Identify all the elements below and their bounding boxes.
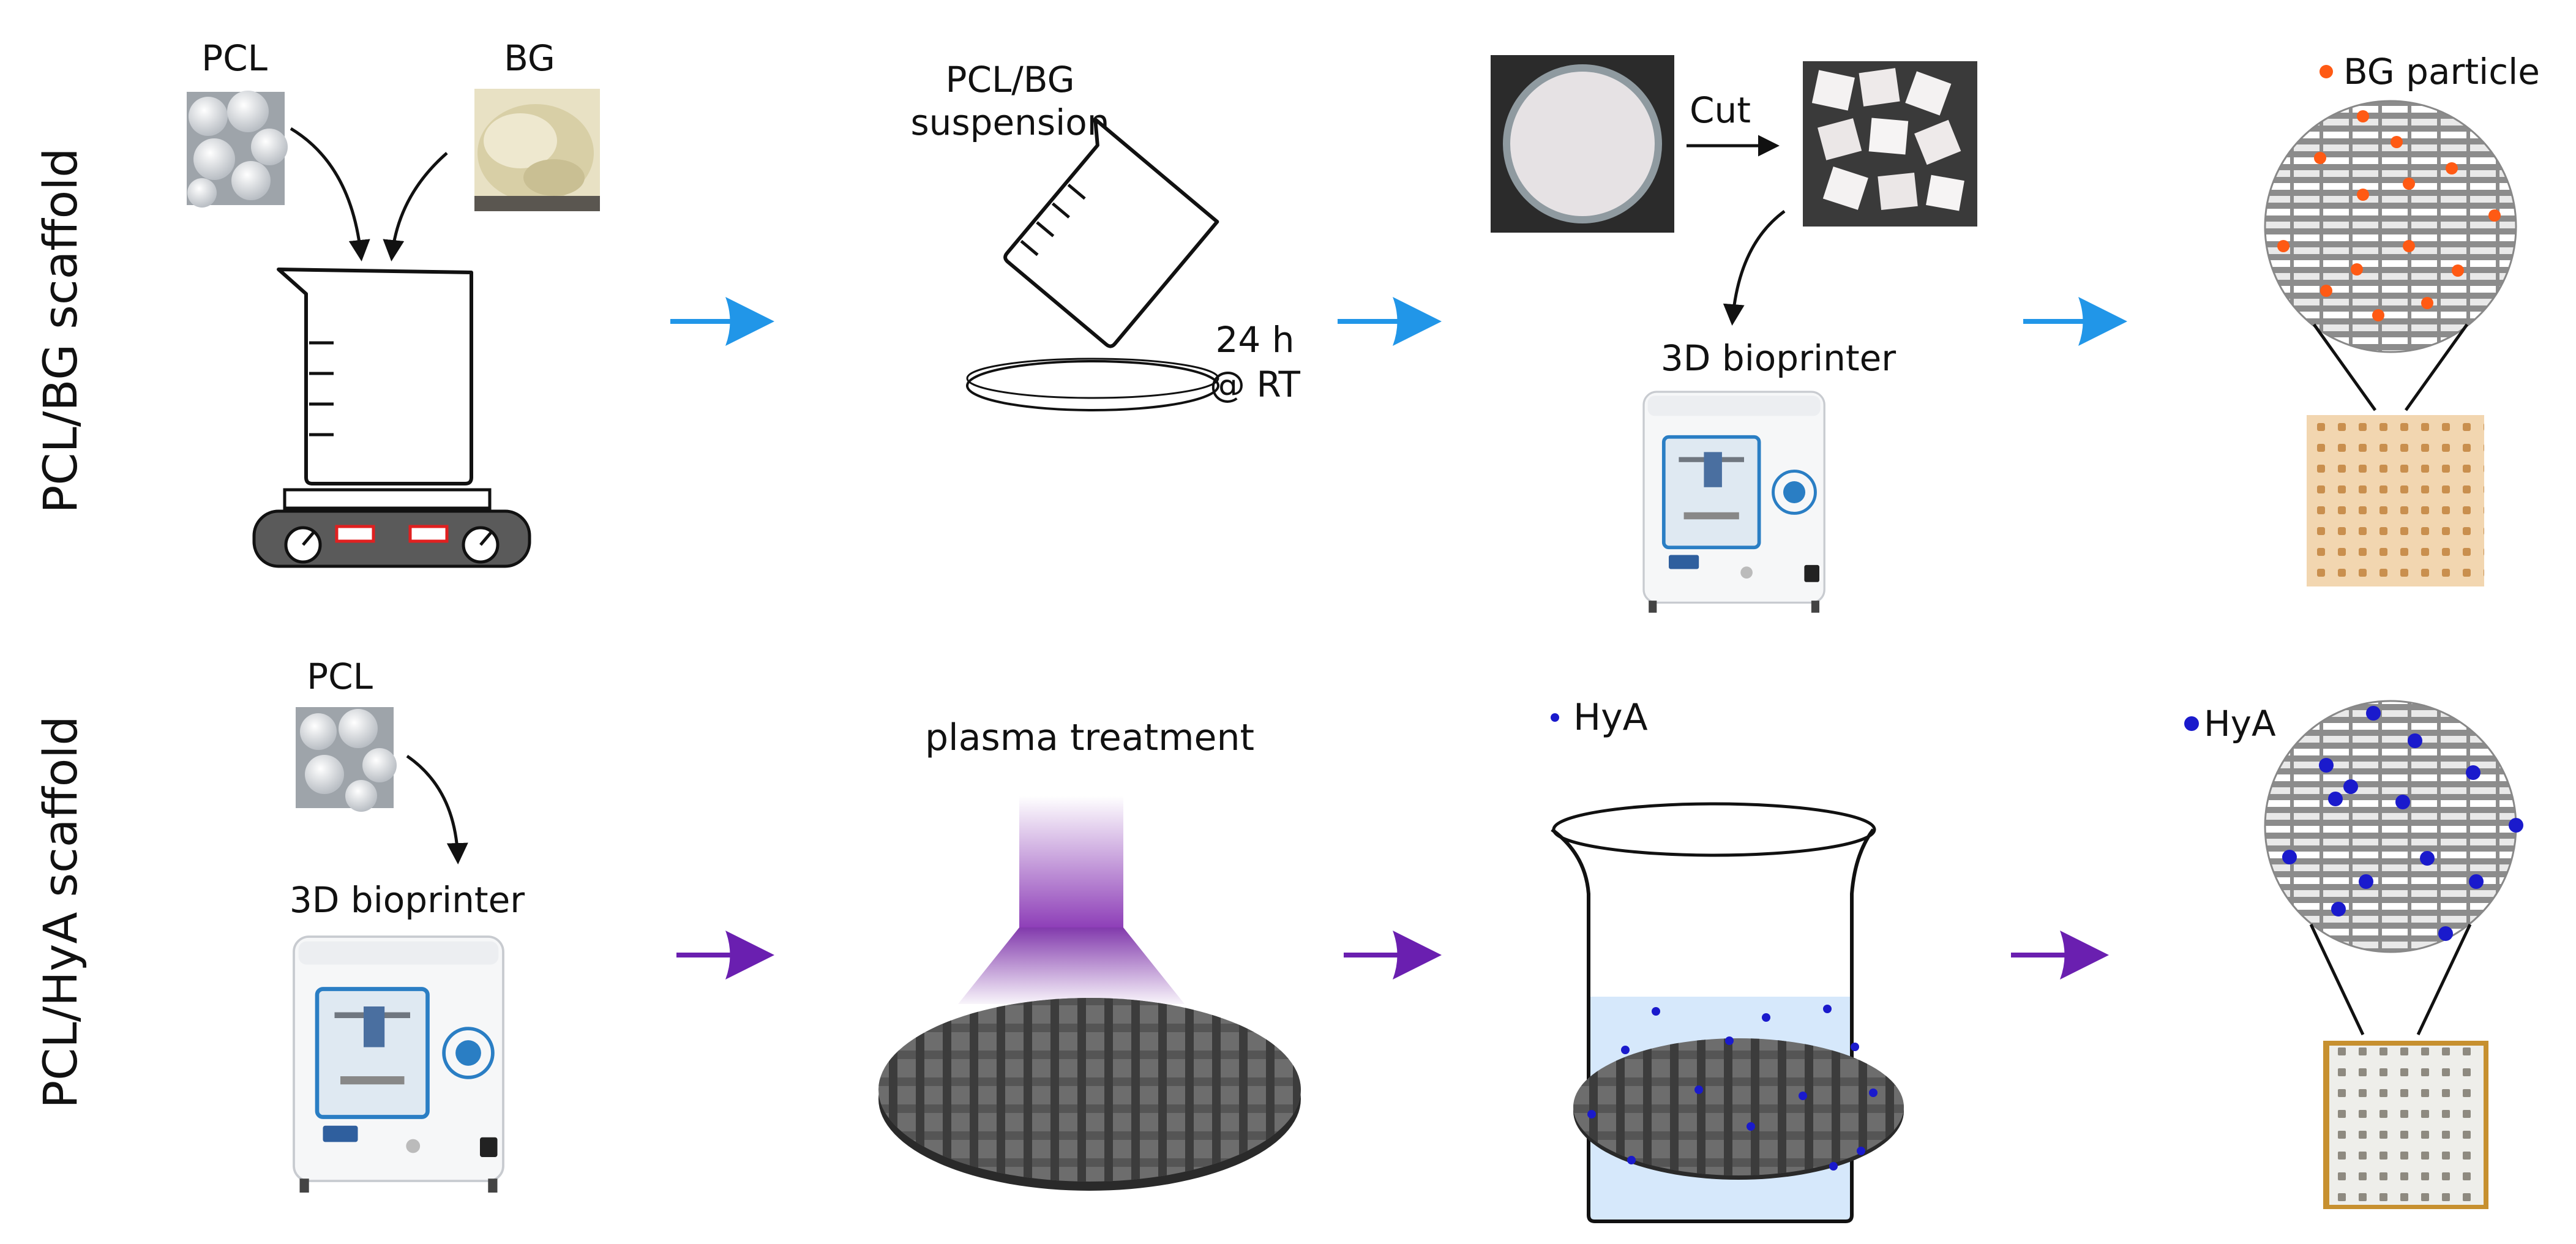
pcl-pellets-photo [187, 91, 288, 208]
bg-scaffold-photo [2307, 415, 2484, 586]
pcl-ingredient-label: PCL [201, 37, 268, 79]
submerged-scaffold [1573, 1038, 1904, 1180]
hya-molecules [1587, 1005, 1878, 1171]
row2-pcl-ingredient-label: PCL [307, 656, 373, 697]
row1-3d-bioprinter [1644, 392, 1824, 613]
plasma-beam [958, 796, 1185, 1004]
bg-particle-legend-dot [2320, 65, 2333, 78]
row2-printer-label: 3D bioprinter [290, 879, 525, 921]
hya-legend-dot-row2 [1551, 713, 1559, 722]
cut-pieces-photo [1803, 61, 1977, 227]
bg-scaffold-zoom-circle [2264, 100, 2517, 411]
petri-dish [966, 358, 1219, 411]
row2-3d-bioprinter [294, 937, 503, 1193]
pieces-to-printer-arrow [1723, 209, 1786, 326]
pcl-scaffold-disk [878, 998, 1301, 1191]
row2-pcl-pellets-photo [296, 707, 397, 812]
hya-legend-label: HyA [2204, 703, 2276, 744]
row1-printer-label: 3D bioprinter [1661, 337, 1896, 379]
row1-process-arrow-3 [2023, 297, 2127, 346]
beaker-on-stirrer [252, 268, 531, 568]
bg-particle-legend-label: BG particle [2343, 51, 2540, 92]
hya-label: HyA [1573, 696, 1648, 739]
tilted-beaker [1003, 118, 1219, 348]
suspension-label-line1: PCL/BG [945, 59, 1074, 100]
row1-side-label: PCL/BG scaffold [33, 148, 88, 514]
hya-scaffold-photo [2323, 1041, 2488, 1209]
row2-side-label: PCL/HyA scaffold [33, 716, 88, 1108]
pcl-into-beaker-arrow [290, 127, 370, 261]
bg-into-beaker-arrow [383, 152, 448, 261]
row1-process-arrow-1 [670, 297, 774, 346]
time-note-line2: @ RT [1210, 364, 1301, 405]
row2-process-arrow-1 [676, 931, 774, 980]
row1-process-arrow-2 [1338, 297, 1442, 346]
bg-powder-photo [474, 89, 600, 211]
time-note-line1: 24 h [1216, 319, 1295, 361]
row2-pcl-to-printer-arrow [406, 754, 468, 864]
hya-scaffold-zoom-circle [2264, 700, 2523, 1036]
plasma-treatment-label: plasma treatment [925, 716, 1254, 759]
row2-process-arrow-3 [2011, 931, 2109, 980]
cut-label: Cut [1690, 89, 1751, 131]
hya-legend-dot [2184, 716, 2199, 731]
row2-process-arrow-2 [1344, 931, 1442, 980]
dried-film-photo [1491, 55, 1674, 233]
suspension-label-line2: suspension [910, 102, 1109, 143]
bg-ingredient-label: BG [504, 37, 555, 79]
